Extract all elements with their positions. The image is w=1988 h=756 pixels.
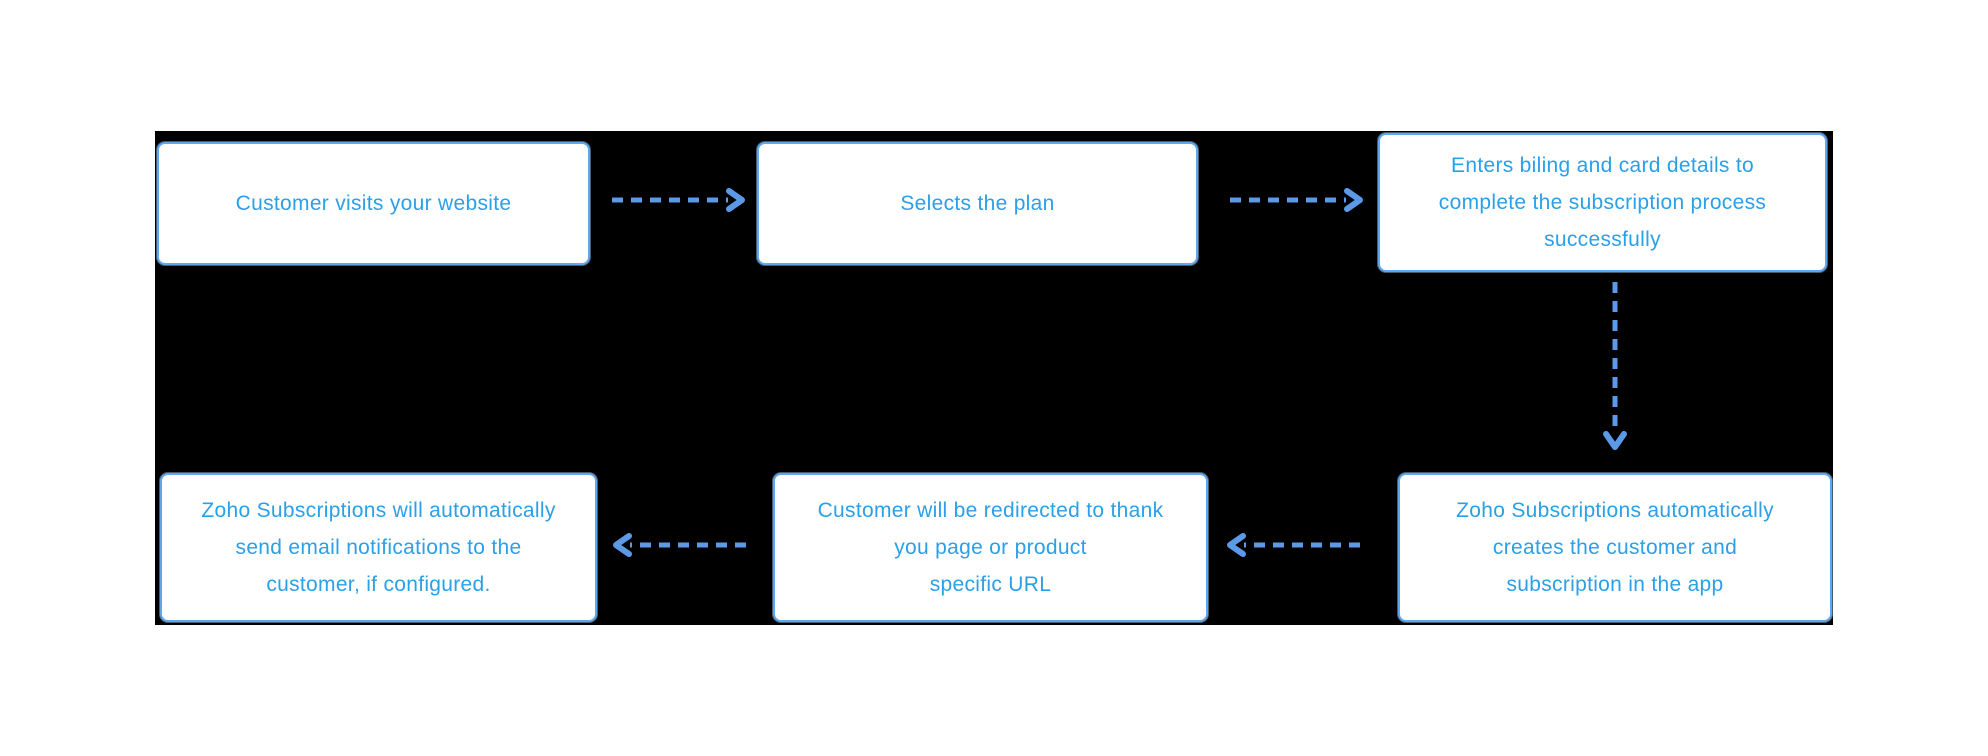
flow-step-customer-visits-website: Customer visits your website xyxy=(157,142,590,265)
flow-step-creates-customer-subscription: Zoho Subscriptions automatically creates… xyxy=(1398,473,1832,622)
flow-step-email-notifications: Zoho Subscriptions will automatically se… xyxy=(160,473,597,622)
flow-step-redirect-thank-you-page: Customer will be redirected to thank you… xyxy=(773,473,1208,622)
flow-step-label: Enters biling and card details to comple… xyxy=(1438,154,1767,251)
arrow-right-step2-to-step3 xyxy=(1230,188,1363,212)
flow-step-selects-plan: Selects the plan xyxy=(757,142,1198,265)
arrow-down-step3-to-step4 xyxy=(1603,282,1627,450)
arrow-right-step1-to-step2 xyxy=(612,188,745,212)
flow-step-label: Selects the plan xyxy=(900,192,1055,215)
flow-step-label: Zoho Subscriptions automatically creates… xyxy=(1456,499,1774,596)
flow-step-label: Customer visits your website xyxy=(235,192,512,215)
arrow-left-step4-to-step5 xyxy=(1227,533,1360,557)
flow-step-label: Zoho Subscriptions will automatically se… xyxy=(201,499,556,596)
flow-step-enters-billing-details: Enters biling and card details to comple… xyxy=(1378,133,1827,272)
flow-step-label: Customer will be redirected to thank you… xyxy=(817,499,1164,596)
arrow-left-step5-to-step6 xyxy=(613,533,746,557)
flowchart-canvas: Customer visits your website Selects the… xyxy=(155,131,1833,625)
